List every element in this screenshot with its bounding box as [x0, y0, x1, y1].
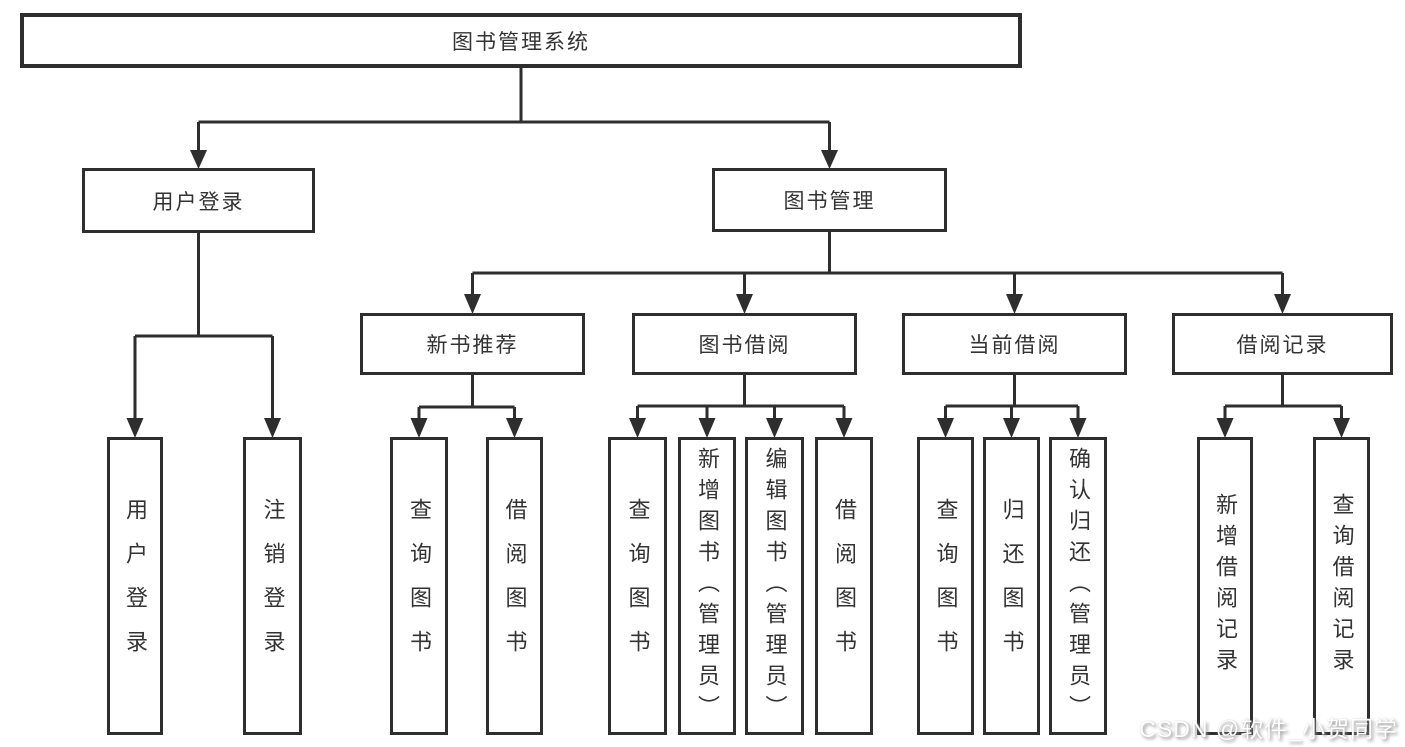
- leaf-borrowing-add-books-admin-label: 新增图书（管理员）: [695, 446, 720, 726]
- leaf-borrowing-edit-books-admin-label: 编辑图书（管理员）: [762, 446, 788, 726]
- leaf-borrowing-add-books-admin: 新增图书（管理员）: [678, 437, 736, 735]
- leaf-current-query-books: 查询图书: [917, 437, 974, 735]
- leaf-current-return-books-label: 归还图书: [999, 498, 1025, 674]
- leaf-logout: 注销登录: [243, 437, 302, 735]
- node-book-borrowing: 图书借阅: [632, 313, 857, 375]
- node-book-borrowing-label: 图书借阅: [698, 334, 791, 357]
- node-new-book-recommend-label: 新书推荐: [426, 334, 519, 357]
- leaf-borrowing-borrow-books-label: 借阅图书: [832, 498, 857, 674]
- leaf-borrowing-query-books: 查询图书: [608, 437, 667, 735]
- leaf-user-login: 用户登录: [107, 437, 163, 735]
- node-user-login-label: 用户登录: [152, 190, 245, 214]
- node-borrowing-records: 借阅记录: [1172, 313, 1393, 375]
- node-current-borrowing-label: 当前借阅: [968, 334, 1061, 357]
- leaf-current-confirm-return-admin: 确认归还（管理员）: [1049, 437, 1107, 735]
- leaf-borrowing-borrow-books: 借阅图书: [815, 437, 873, 735]
- leaf-borrowing-edit-books-admin: 编辑图书（管理员）: [745, 437, 804, 735]
- leaf-newbook-borrow-books: 借阅图书: [486, 437, 543, 735]
- node-book-management-label: 图书管理: [783, 190, 876, 213]
- leaf-newbook-borrow-books-label: 借阅图书: [502, 498, 528, 674]
- node-current-borrowing: 当前借阅: [902, 313, 1127, 375]
- leaf-newbook-query-books-label: 查询图书: [407, 498, 432, 674]
- leaf-logout-label: 注销登录: [260, 498, 286, 674]
- node-root: 图书管理系统: [20, 13, 1022, 68]
- leaf-records-add-label: 新增借阅记录: [1213, 493, 1238, 679]
- leaf-records-add: 新增借阅记录: [1197, 437, 1253, 735]
- leaf-records-query-label: 查询借阅记录: [1329, 493, 1355, 679]
- leaf-current-confirm-return-admin-label: 确认归还（管理员）: [1066, 446, 1091, 726]
- watermark: CSDN @软件_小贺同学: [1139, 716, 1398, 742]
- node-new-book-recommend: 新书推荐: [360, 313, 585, 375]
- node-borrowing-records-label: 借阅记录: [1236, 334, 1329, 357]
- node-user-login: 用户登录: [82, 168, 315, 233]
- leaf-newbook-query-books: 查询图书: [390, 437, 448, 735]
- leaf-current-query-books-label: 查询图书: [933, 498, 959, 674]
- leaf-records-query: 查询借阅记录: [1313, 437, 1370, 735]
- node-book-management: 图书管理: [712, 168, 947, 232]
- leaf-borrowing-query-books-label: 查询图书: [625, 498, 651, 674]
- node-root-label: 图书管理系统: [452, 30, 590, 54]
- leaf-current-return-books: 归还图书: [983, 437, 1040, 735]
- leaf-user-login-label: 用户登录: [123, 498, 148, 674]
